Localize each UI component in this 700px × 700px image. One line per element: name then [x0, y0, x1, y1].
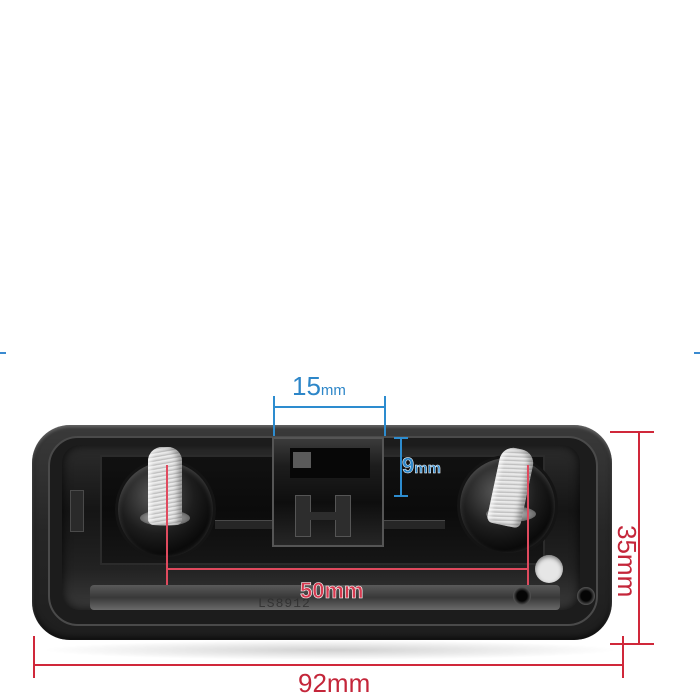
connector-depth-bottom-tick [394, 495, 408, 497]
connector-width-left-tick [273, 396, 275, 436]
housing-bottom-ledge [90, 585, 560, 610]
left-edge-tick [0, 352, 6, 354]
connector-key [293, 452, 311, 468]
connector-width-right-tick [384, 396, 386, 436]
width-dim-label: 92mm [298, 668, 371, 698]
height-dim-top-tick [610, 431, 654, 433]
connector-width-label: 15mm [292, 371, 346, 401]
left-clip-tab [70, 490, 84, 532]
stud-spacing-label: 50mm [300, 578, 364, 603]
connector-depth-line [400, 438, 402, 496]
connector-width-line [274, 406, 384, 408]
width-dim-left-tick [33, 636, 35, 678]
mounting-hole-outer [577, 587, 595, 605]
stud-dim-line [167, 568, 527, 570]
width-dim-right-tick [622, 636, 624, 678]
width-dim-line [34, 664, 622, 666]
height-dim-bottom-tick [610, 643, 654, 645]
connector-bridge [305, 512, 341, 520]
right-edge-tick [694, 352, 700, 354]
height-dim-line [638, 432, 640, 644]
product-shadow [40, 640, 620, 660]
part-number-stamp: LS8912 [258, 596, 311, 611]
connector-depth-label: 9mm [402, 453, 441, 478]
mounting-hole-inner [513, 587, 531, 605]
stud-dim-right-line [527, 465, 529, 585]
left-threaded-stud [148, 447, 182, 525]
corner-notch [535, 555, 563, 583]
height-dim-label: 35mm [612, 525, 642, 598]
stud-dim-left-line [166, 465, 168, 585]
